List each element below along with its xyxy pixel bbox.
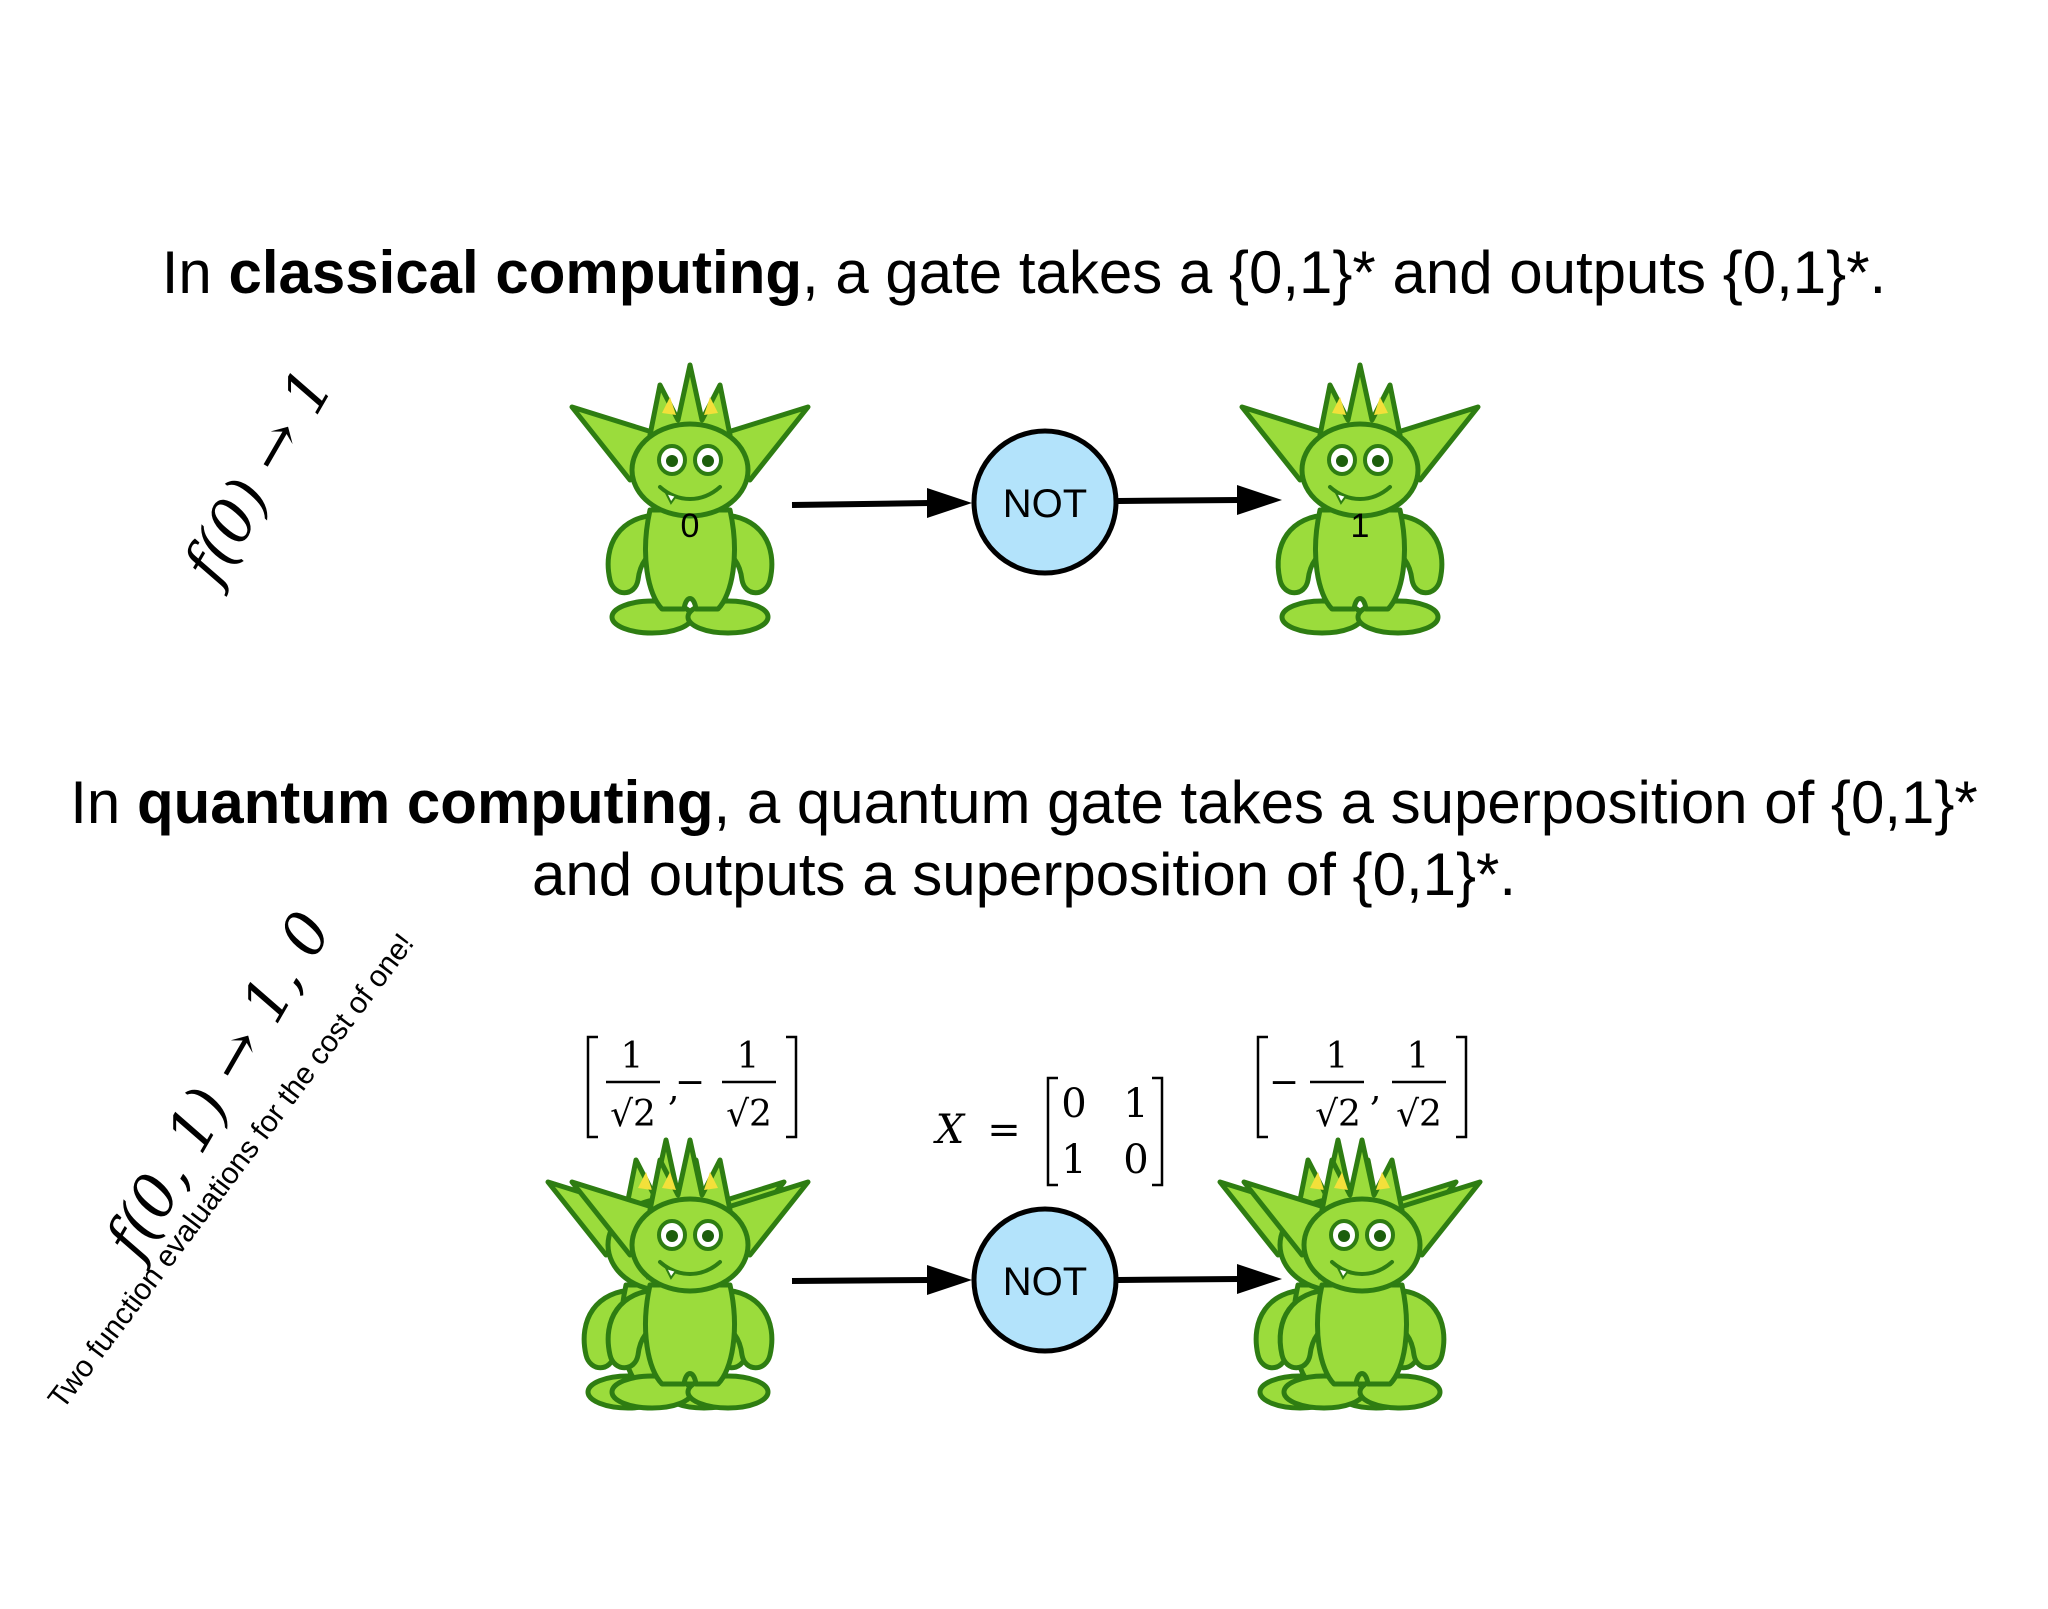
arrow-right-icon [927,488,972,518]
classical-heading: In classical computing, a gate takes a {… [161,239,1887,306]
svg-text:−: − [675,1062,705,1103]
classical-emphasis: classical computing [228,239,802,306]
svg-text:1: 1 [1123,1081,1148,1127]
classical-input-bit: 0 [681,507,700,545]
svg-text:−: − [1269,1062,1299,1103]
svg-text:1: 1 [1407,1036,1430,1077]
svg-text:√2: √2 [610,1094,656,1135]
svg-text:1: 1 [1326,1036,1349,1077]
quantum-arrow-in [791,1277,931,1284]
quantum-matrix: X = 0 1 1 0 [933,1076,1164,1187]
quantum-heading-line-2: and outputs a superposition of {0,1}*. [531,841,1517,908]
quantum-emphasis: quantum computing [136,769,714,836]
svg-text:1: 1 [621,1036,644,1077]
svg-text:1: 1 [1061,1137,1086,1183]
classical-not-gate[interactable]: NOT [971,428,1119,576]
svg-text:,: , [668,1068,679,1109]
svg-text:0: 0 [1061,1081,1086,1127]
quantum-arrow-out [1117,1276,1241,1283]
classical-output-bit: 1 [1351,507,1370,545]
svg-text:√2: √2 [726,1094,772,1135]
quantum-output-vector: − 1 √2 , 1 √2 [1256,1035,1468,1139]
arrow-right-icon [1237,1264,1282,1294]
classical-input-goblin [572,365,808,633]
quantum-gate-label: NOT [1003,1260,1087,1304]
arrow-right-icon [1237,485,1282,515]
svg-text:=: = [987,1107,1021,1153]
quantum-heading: In quantum computing, a quantum gate tak… [70,769,1978,836]
svg-text:,: , [1370,1068,1381,1109]
classical-arrow-out [1117,497,1241,504]
svg-text:1: 1 [737,1036,760,1077]
quantum-not-gate[interactable]: NOT [971,1206,1119,1354]
classical-gate-label: NOT [1003,482,1087,526]
svg-text:X: X [933,1107,966,1153]
svg-text:0: 0 [1123,1137,1148,1183]
classical-arrow-in [791,500,931,508]
svg-text:√2: √2 [1396,1094,1442,1135]
quantum-input-vector: 1 √2 , − 1 √2 [586,1035,798,1139]
svg-text:√2: √2 [1315,1094,1361,1135]
arrow-right-icon [927,1265,972,1295]
